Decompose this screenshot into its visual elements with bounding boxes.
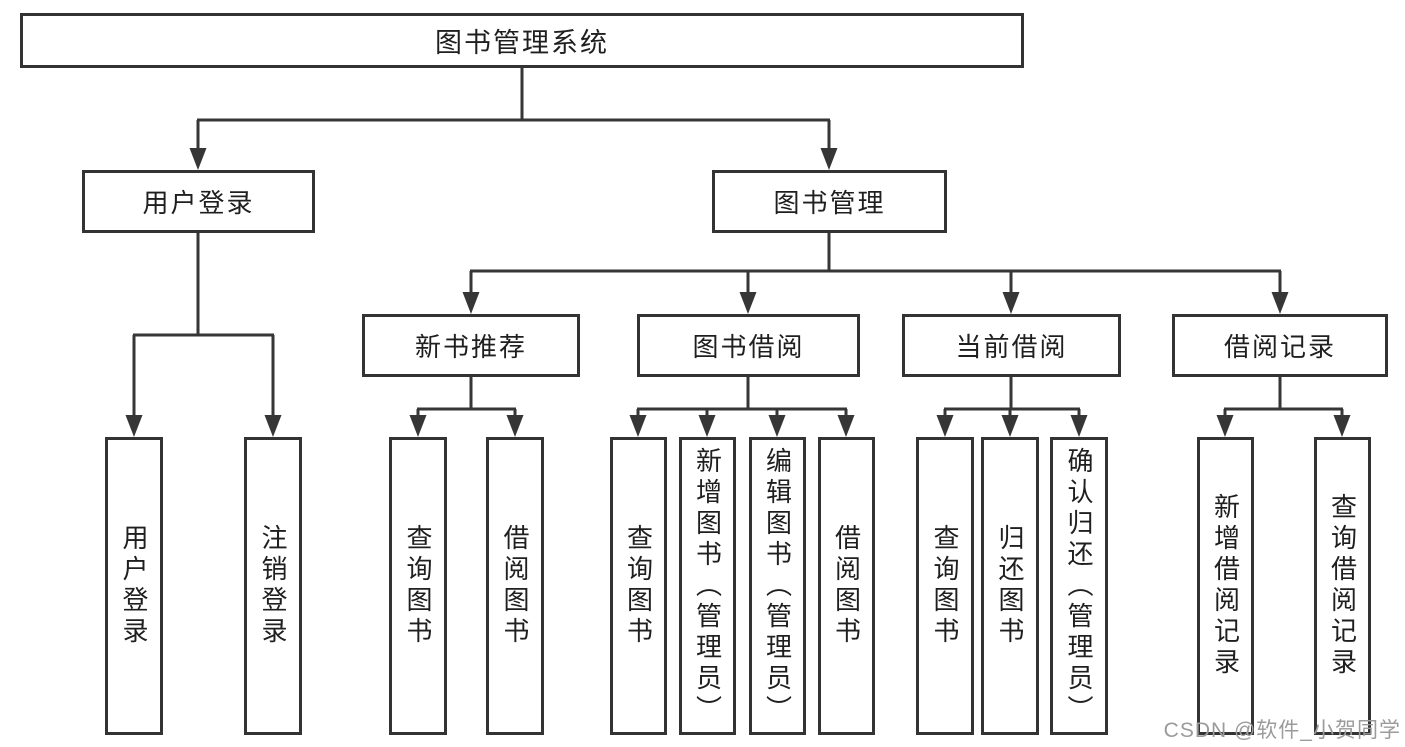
node-book-management: 图书管理 — [712, 170, 947, 233]
node-current-borrow: 当前借阅 — [902, 314, 1121, 377]
node-root-system: 图书管理系统 — [20, 13, 1024, 68]
connector-root-to-level2 — [189, 68, 838, 170]
leaf-query-books-recommend: 查询图书 — [389, 437, 447, 735]
node-borrow-records: 借阅记录 — [1172, 314, 1388, 377]
node-user-login: 用户登录 — [82, 170, 315, 233]
node-new-book-recommend: 新书推荐 — [362, 314, 580, 377]
connector-borrow-to-leaves — [629, 377, 855, 437]
leaf-user-login: 用户登录 — [105, 437, 163, 735]
connector-userlogin-to-leaves — [125, 233, 282, 437]
leaf-logout-login: 注销登录 — [244, 437, 302, 735]
leaf-edit-books-admin: 编辑图书（管理员） — [749, 437, 806, 735]
leaf-query-books-current: 查询图书 — [916, 437, 974, 735]
leaf-confirm-return-admin: 确认归还（管理员） — [1050, 437, 1108, 735]
connector-records-to-leaves — [1216, 377, 1351, 437]
connector-bookmgmt-to-level3 — [462, 233, 1289, 314]
node-book-borrow: 图书借阅 — [637, 314, 860, 377]
leaf-borrow-books-recommend: 借阅图书 — [486, 437, 544, 735]
leaf-add-books-admin: 新增图书（管理员） — [679, 437, 736, 735]
connector-current-to-leaves — [936, 377, 1088, 437]
leaf-borrow-books-borrow: 借阅图书 — [818, 437, 875, 735]
leaf-query-borrow-record: 查询借阅记录 — [1314, 437, 1371, 735]
leaf-add-borrow-record: 新增借阅记录 — [1197, 437, 1254, 735]
watermark-text: CSDN @软件_小贺同学 — [1163, 719, 1401, 742]
connector-recommend-to-leaves — [409, 377, 524, 437]
leaf-return-books: 归还图书 — [981, 437, 1039, 735]
leaf-query-books-borrow: 查询图书 — [610, 437, 667, 735]
